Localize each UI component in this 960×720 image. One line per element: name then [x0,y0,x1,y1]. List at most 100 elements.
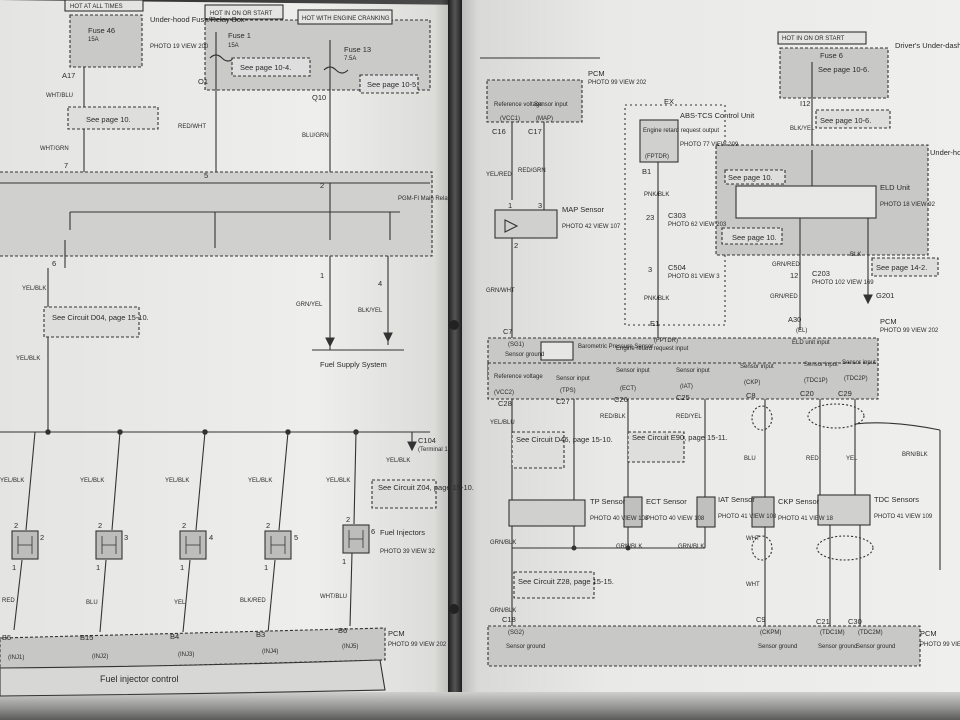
wire-red-yel: RED/YEL [676,414,702,420]
photo-view-label: PHOTO 19 VIEW 200 [150,44,209,50]
b1-label: B1 [642,167,651,176]
g201-label: G201 [876,291,894,300]
conn-c20: C20 [800,389,814,398]
inj1-wire-top: YEL/BLK [0,478,24,484]
underhood-box-right: Under-hood Fuse/Relay Box [930,148,960,157]
book-binding [448,0,462,720]
sensor-ground-bot-1: Sensor ground [506,644,545,650]
see-page-10: See page 10. [86,115,131,124]
see-page-10-right: See page 10. [728,173,773,182]
wire-blu: BLU [744,456,756,462]
pin-a17: A17 [62,71,75,80]
el-label: (EL) [796,328,807,334]
wire-red: RED [806,456,819,462]
wire-grn-blk-2: GRN/BLK [616,544,642,550]
fuse1-amp: 15A [228,43,239,49]
func-iat: (IAT) [680,384,693,390]
main-relay-label: PGM-FI Main Relay [398,196,451,202]
wire-blk: BLK [850,252,861,258]
pcm-func-inj1: (INJ1) [8,655,24,661]
underhood-box-label: Under-hood Fuse/Relay Box [150,15,245,24]
baro-sensor-box [540,341,574,361]
abs-output-box [639,119,679,163]
wire-grn-wht: GRN/WHT [486,288,515,294]
sensor-input-tps: Sensor input [556,376,590,382]
hot-engine-cranking-label: HOT WITH ENGINE CRANKING [302,16,390,22]
pcm-sensor-box [487,362,879,400]
wire-wht: WHT [746,536,760,542]
inj3-top-pin: 2 [182,521,186,530]
pcm-func-inj4: (INJ4) [262,649,278,655]
conn-c27: C27 [556,397,570,406]
fuel-supply-label: Fuel Supply System [320,360,387,369]
tp-sensor-box [508,499,586,527]
wire-red-wht: RED/WHT [178,124,206,130]
fuse46-label: Fuse 46 [88,26,115,35]
fuse6-label: Fuse 6 [820,51,843,60]
map-pin-3: 3 [538,201,542,210]
tdc-photo-label: PHOTO 41 VIEW 109 [874,514,933,520]
fuse1-label: Fuse 1 [228,31,251,40]
injector-control-box [0,659,386,697]
baro-label: Barometric Pressure Sensor [578,344,653,350]
map-pin-2: 2 [514,241,518,250]
i12-label: I12 [800,99,810,108]
see-page-10-6b: See page 10-6. [820,116,871,125]
pcm-bottom-label: PCM [920,629,937,638]
c203-label: C203 [812,269,830,278]
pin-7: 7 [64,161,68,170]
c30-label: C30 [848,617,862,626]
sensor-input-top: Sensor input [534,102,568,108]
inj3-wire-top: YEL/BLK [165,478,189,484]
see-page-10-4: See page 10-4. [240,63,291,72]
pcm-pin-b15: B15 [80,633,93,642]
wire-wht-blu: WHT/BLU [46,93,73,99]
ect-sensor-box [623,496,643,528]
func-tps: (TPS) [560,388,576,394]
sensor-input-ckp: Sensor input [740,364,774,370]
wire-grn-blk-1: GRN/BLK [490,540,516,546]
pcm-top-photo: PHOTO 99 VIEW 202 [588,80,647,86]
hot-all-times-label: HOT AT ALL TIMES [70,4,123,10]
c18-label: C18 [502,615,516,624]
see-page-10-6: See page 10-6. [818,65,869,74]
injector-control-label: Fuel injector control [100,674,179,684]
wire-red-grn: RED/GRN [518,168,546,174]
inj1-top-pin: 2 [14,521,18,530]
map-sensor-box [494,209,558,239]
pcm-func-inj2: (INJ2) [92,654,108,660]
tdc-sensor-box [817,494,871,526]
pin-q10: Q10 [312,93,326,102]
sg2-label: (SG2) [508,630,524,636]
ref-voltage-top: Reference voltage [494,102,543,108]
sensor-input-tdc2: Sensor input [842,360,876,366]
main-relay-box [0,171,433,257]
conn-c26: C26 [614,395,628,404]
sensor-ground-mid: Sensor ground [505,352,544,358]
ex-label: EX [664,97,674,106]
tdc-sensors-label: TDC Sensors [874,495,919,504]
inj5-wire-bot: WHT/BLU [320,594,347,600]
engine-retard-label: Engine retard request output [643,128,719,134]
sensor-input-iat: Sensor input [676,368,710,374]
iat-sensor-box [696,496,716,528]
see-circuit-z04: See Circuit Z04, page 15-10. [378,483,474,492]
fptdr2-label: (FPTDR) [654,338,678,344]
fuse13-label: Fuse 13 [344,45,371,54]
inj2-bot-pin: 1 [96,563,100,572]
wire-pnk-blk-2: PNK/BLK [644,296,669,302]
c17-label: C17 [528,127,542,136]
wire-yel: YEL [846,456,858,462]
wire-blk-yel: BLK/YEL [358,308,383,314]
ckp-photo-label: PHOTO 41 VIEW 18 [778,516,834,522]
vcc1-label: (VCC1) [500,116,520,122]
inj4-top-pin: 2 [266,521,270,530]
ref-volt2: Reference voltage [494,374,543,380]
eng-retard-input: Engine retard request input [616,346,689,352]
a30-label: A30 [788,315,801,324]
map-photo-label: PHOTO 42 VIEW 107 [562,224,621,230]
see-circuit-d04: See Circuit D04, page 15-10. [52,313,149,322]
inj1-bot-pin: 1 [12,563,16,572]
c504-photo: PHOTO 81 VIEW 3 [668,274,720,280]
inj5-bot-pin: 1 [342,557,346,566]
